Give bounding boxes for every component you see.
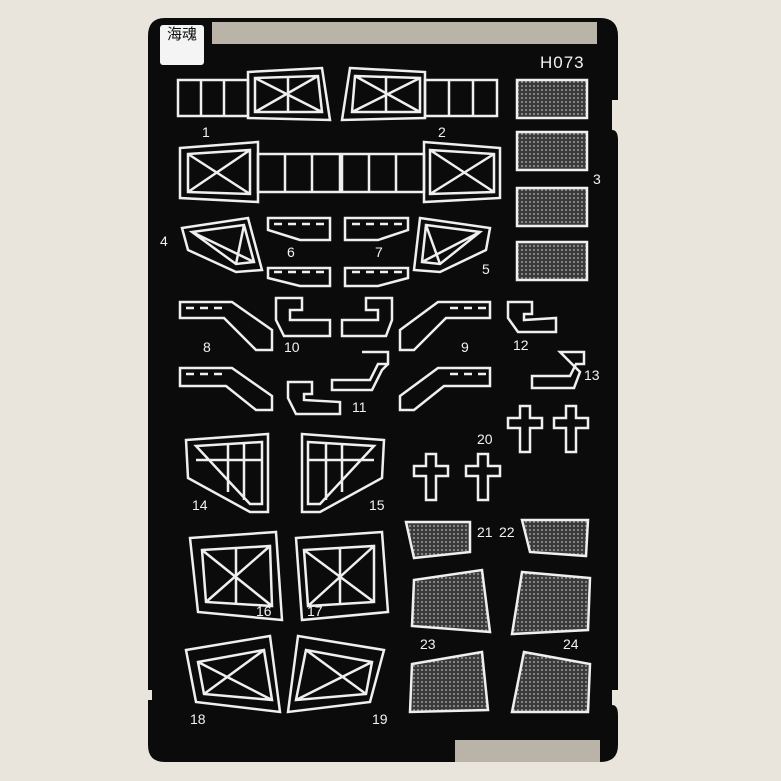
sheet-body <box>148 18 618 762</box>
part-number: 13 <box>584 367 600 383</box>
part-21 <box>404 520 472 560</box>
part-16 <box>188 530 284 622</box>
part-1 <box>176 66 332 122</box>
part-18 <box>184 634 282 714</box>
part-7 <box>343 216 410 288</box>
part-number: 8 <box>203 339 211 355</box>
part-2 <box>340 66 499 122</box>
part-number: 23 <box>420 636 436 652</box>
part-22 <box>520 518 590 558</box>
part-10 <box>274 296 394 338</box>
part-number: 2 <box>438 124 446 140</box>
part-11 <box>286 350 390 416</box>
part-number: 16 <box>256 603 272 619</box>
part-number: 20 <box>477 431 493 447</box>
part-number: 10 <box>284 339 300 355</box>
part-number: 12 <box>513 337 529 353</box>
part-number: 15 <box>369 497 385 513</box>
part-number: 11 <box>352 399 367 415</box>
part-number: 18 <box>190 711 206 727</box>
part-frame-right <box>340 140 502 204</box>
part-number: 5 <box>482 261 490 277</box>
part-number: 19 <box>372 711 388 727</box>
part-17 <box>294 530 390 622</box>
part-5 <box>412 216 492 274</box>
part-13 <box>530 350 586 390</box>
part-number: 22 <box>499 524 515 540</box>
part-number: 21 <box>477 524 493 540</box>
part-number: 7 <box>375 244 383 260</box>
part-20 <box>412 404 590 502</box>
part-19 <box>286 634 386 714</box>
part-6 <box>266 216 332 288</box>
part-12 <box>506 300 558 334</box>
bottom-sprue-tab <box>455 740 600 762</box>
part-23 <box>408 568 492 714</box>
part-number: 6 <box>287 244 295 260</box>
part-15 <box>300 432 386 514</box>
top-sprue-tab <box>212 22 597 44</box>
part-number: 1 <box>202 124 210 140</box>
part-frame-left <box>178 140 342 204</box>
part-3 <box>515 78 589 282</box>
part-number: 9 <box>461 339 469 355</box>
part-8 <box>178 300 274 412</box>
part-number: 14 <box>192 497 208 513</box>
sheet-code: H073 <box>540 53 585 72</box>
part-number: 3 <box>593 171 601 187</box>
part-number: 17 <box>307 603 323 619</box>
part-24 <box>510 570 592 714</box>
part-number: 24 <box>563 636 579 652</box>
part-9 <box>398 300 492 412</box>
brand-logo: 海魂 <box>160 25 204 65</box>
part-14 <box>184 432 270 514</box>
part-number: 4 <box>160 233 168 249</box>
part-4 <box>180 216 264 274</box>
